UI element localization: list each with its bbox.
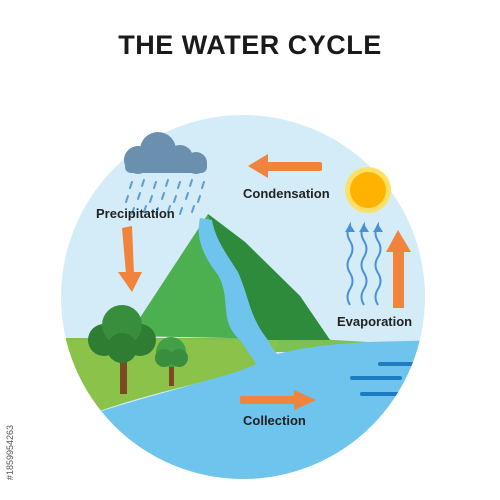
- arrow-precipitation-icon: [118, 226, 142, 292]
- scene: [61, 115, 425, 479]
- stock-id: #1859954263: [5, 424, 15, 480]
- label-precipitation: Precipitation: [96, 206, 175, 221]
- arrow-condensation-icon: [248, 154, 322, 178]
- label-collection: Collection: [243, 413, 306, 428]
- rain-cloud-icon: [124, 132, 207, 215]
- grass-bank: [61, 340, 279, 432]
- arrow-collection-icon: [240, 390, 316, 410]
- large-tree: [88, 305, 156, 394]
- ripple: [378, 362, 418, 366]
- ripple: [360, 392, 415, 396]
- arrow-evaporation-icon: [386, 230, 411, 308]
- river-mouth: [240, 340, 300, 372]
- raindrops: [125, 179, 205, 215]
- label-evaporation: Evaporation: [337, 314, 412, 329]
- diagram-title: THE WATER CYCLE: [118, 30, 382, 60]
- small-tree: [155, 337, 188, 386]
- label-condensation: Condensation: [243, 186, 330, 201]
- evaporation-waves-icon: [345, 221, 383, 306]
- river: [198, 218, 268, 340]
- sun-icon: [345, 167, 391, 213]
- ripple: [350, 376, 402, 380]
